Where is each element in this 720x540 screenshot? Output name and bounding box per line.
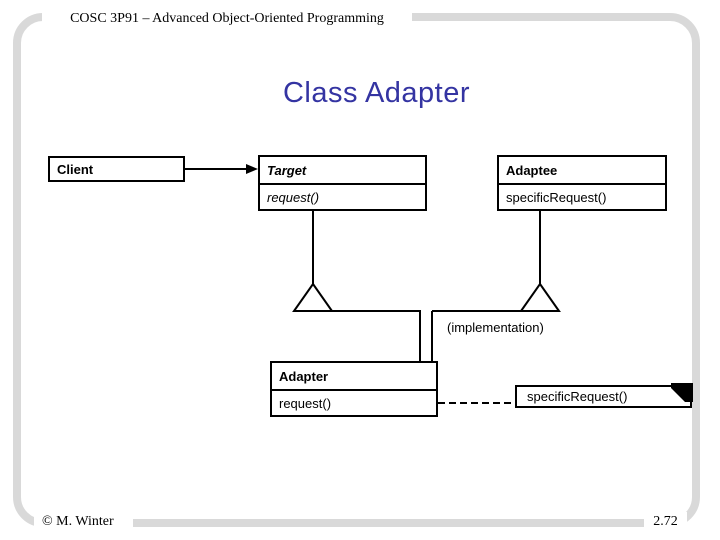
- target-class-box: Target request(): [258, 155, 427, 211]
- target-generalization-triangle-icon: [292, 282, 334, 312]
- adapter-class-name: Adapter: [279, 368, 329, 384]
- note-fold-icon: [671, 383, 693, 402]
- course-header: COSC 3P91 – Advanced Object-Oriented Pro…: [70, 11, 384, 26]
- association-arrowhead-icon: [246, 164, 258, 174]
- note-box: specificRequest(): [515, 383, 693, 408]
- page-title: Class Adapter: [282, 77, 471, 109]
- footer-left-band: © M. Winter: [34, 512, 133, 532]
- header-band: COSC 3P91 – Advanced Object-Oriented Pro…: [42, 8, 412, 30]
- page-number: 2.72: [653, 514, 678, 529]
- adaptee-generalization-triangle-icon: [519, 282, 561, 312]
- adapter-class-box: Adapter request(): [270, 361, 438, 417]
- implementation-label: (implementation): [447, 320, 544, 335]
- client-class-name: Client: [57, 161, 94, 177]
- copyright-label: © M. Winter: [42, 514, 114, 529]
- adaptee-class-box: Adaptee specificRequest(): [497, 155, 667, 211]
- note-text: specificRequest(): [527, 389, 628, 404]
- target-class-name: Target: [267, 162, 307, 178]
- adapter-method: request(): [272, 389, 436, 415]
- adaptee-method: specificRequest(): [499, 183, 665, 209]
- footer-right-band: 2.72: [644, 512, 687, 532]
- target-method: request(): [260, 183, 425, 209]
- adaptee-class-name: Adaptee: [506, 162, 558, 178]
- client-class-box: Client: [48, 156, 185, 182]
